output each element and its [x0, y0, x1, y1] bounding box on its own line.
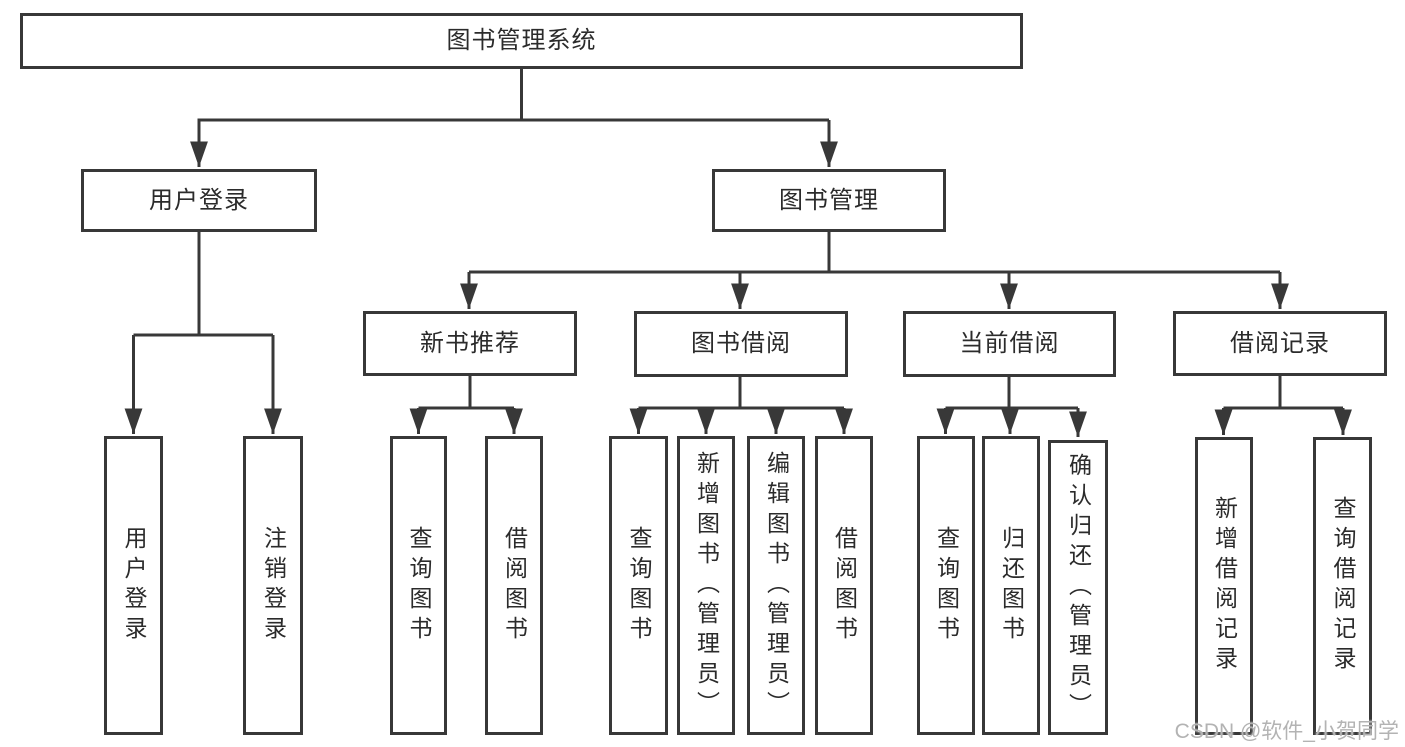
leaf-add-borrow-record: 新增借阅记录: [1195, 437, 1253, 735]
leaf-logout-label: 注销登录: [260, 525, 287, 646]
node-book-management-label: 图书管理: [779, 186, 879, 214]
node-current-borrowing: 当前借阅: [903, 311, 1116, 377]
node-book-borrowing: 图书借阅: [634, 311, 848, 377]
leaf-confirm-return-admin: 确认归还（管理员）: [1048, 440, 1108, 735]
node-user-login-label: 用户登录: [149, 186, 249, 214]
node-book-borrowing-label: 图书借阅: [691, 330, 791, 357]
node-current-borrowing-label: 当前借阅: [959, 330, 1060, 357]
leaf-query-books-3: 查询图书: [917, 436, 975, 735]
leaf-logout: 注销登录: [243, 436, 303, 735]
leaf-borrow-books-1-label: 借阅图书: [501, 525, 528, 646]
leaf-user-login: 用户登录: [104, 436, 163, 735]
node-user-login: 用户登录: [81, 169, 317, 232]
connector-arrows: [124, 120, 1352, 437]
leaf-query-books-1-label: 查询图书: [406, 525, 432, 646]
leaf-confirm-return-admin-label: 确认归还（管理员）: [1065, 452, 1092, 723]
leaf-query-books-3-label: 查询图书: [933, 525, 960, 646]
csdn-watermark: CSDN @软件_小贺同学: [1174, 720, 1399, 743]
leaf-return-books-label: 归还图书: [998, 525, 1025, 646]
node-new-book-recommend: 新书推荐: [363, 311, 577, 376]
leaf-add-books-admin: 新增图书（管理员）: [677, 436, 735, 735]
leaf-query-books-2: 查询图书: [609, 436, 668, 735]
node-borrowing-records-label: 借阅记录: [1230, 329, 1330, 357]
leaf-query-books-1: 查询图书: [390, 436, 447, 735]
leaf-query-borrow-record: 查询借阅记录: [1313, 437, 1372, 735]
leaf-edit-books-admin-label: 编辑图书（管理员）: [763, 450, 790, 721]
leaf-edit-books-admin: 编辑图书（管理员）: [747, 436, 805, 735]
node-library-system-label: 图书管理系统: [446, 27, 597, 54]
connector-shafts: [133, 69, 1343, 410]
node-book-management: 图书管理: [712, 169, 946, 232]
leaf-query-books-2-label: 查询图书: [626, 525, 652, 646]
node-library-system: 图书管理系统: [20, 13, 1023, 69]
leaf-add-borrow-record-label: 新增借阅记录: [1211, 496, 1238, 676]
leaf-borrow-books-2: 借阅图书: [815, 436, 873, 735]
leaf-borrow-books-1: 借阅图书: [485, 436, 543, 735]
leaf-user-login-label: 用户登录: [121, 525, 147, 646]
node-borrowing-records: 借阅记录: [1173, 311, 1387, 376]
leaf-query-borrow-record-label: 查询借阅记录: [1330, 496, 1356, 676]
leaf-add-books-admin-label: 新增图书（管理员）: [693, 450, 720, 721]
node-new-book-recommend-label: 新书推荐: [420, 329, 520, 357]
leaf-return-books: 归还图书: [982, 436, 1040, 735]
leaf-borrow-books-2-label: 借阅图书: [831, 525, 858, 646]
